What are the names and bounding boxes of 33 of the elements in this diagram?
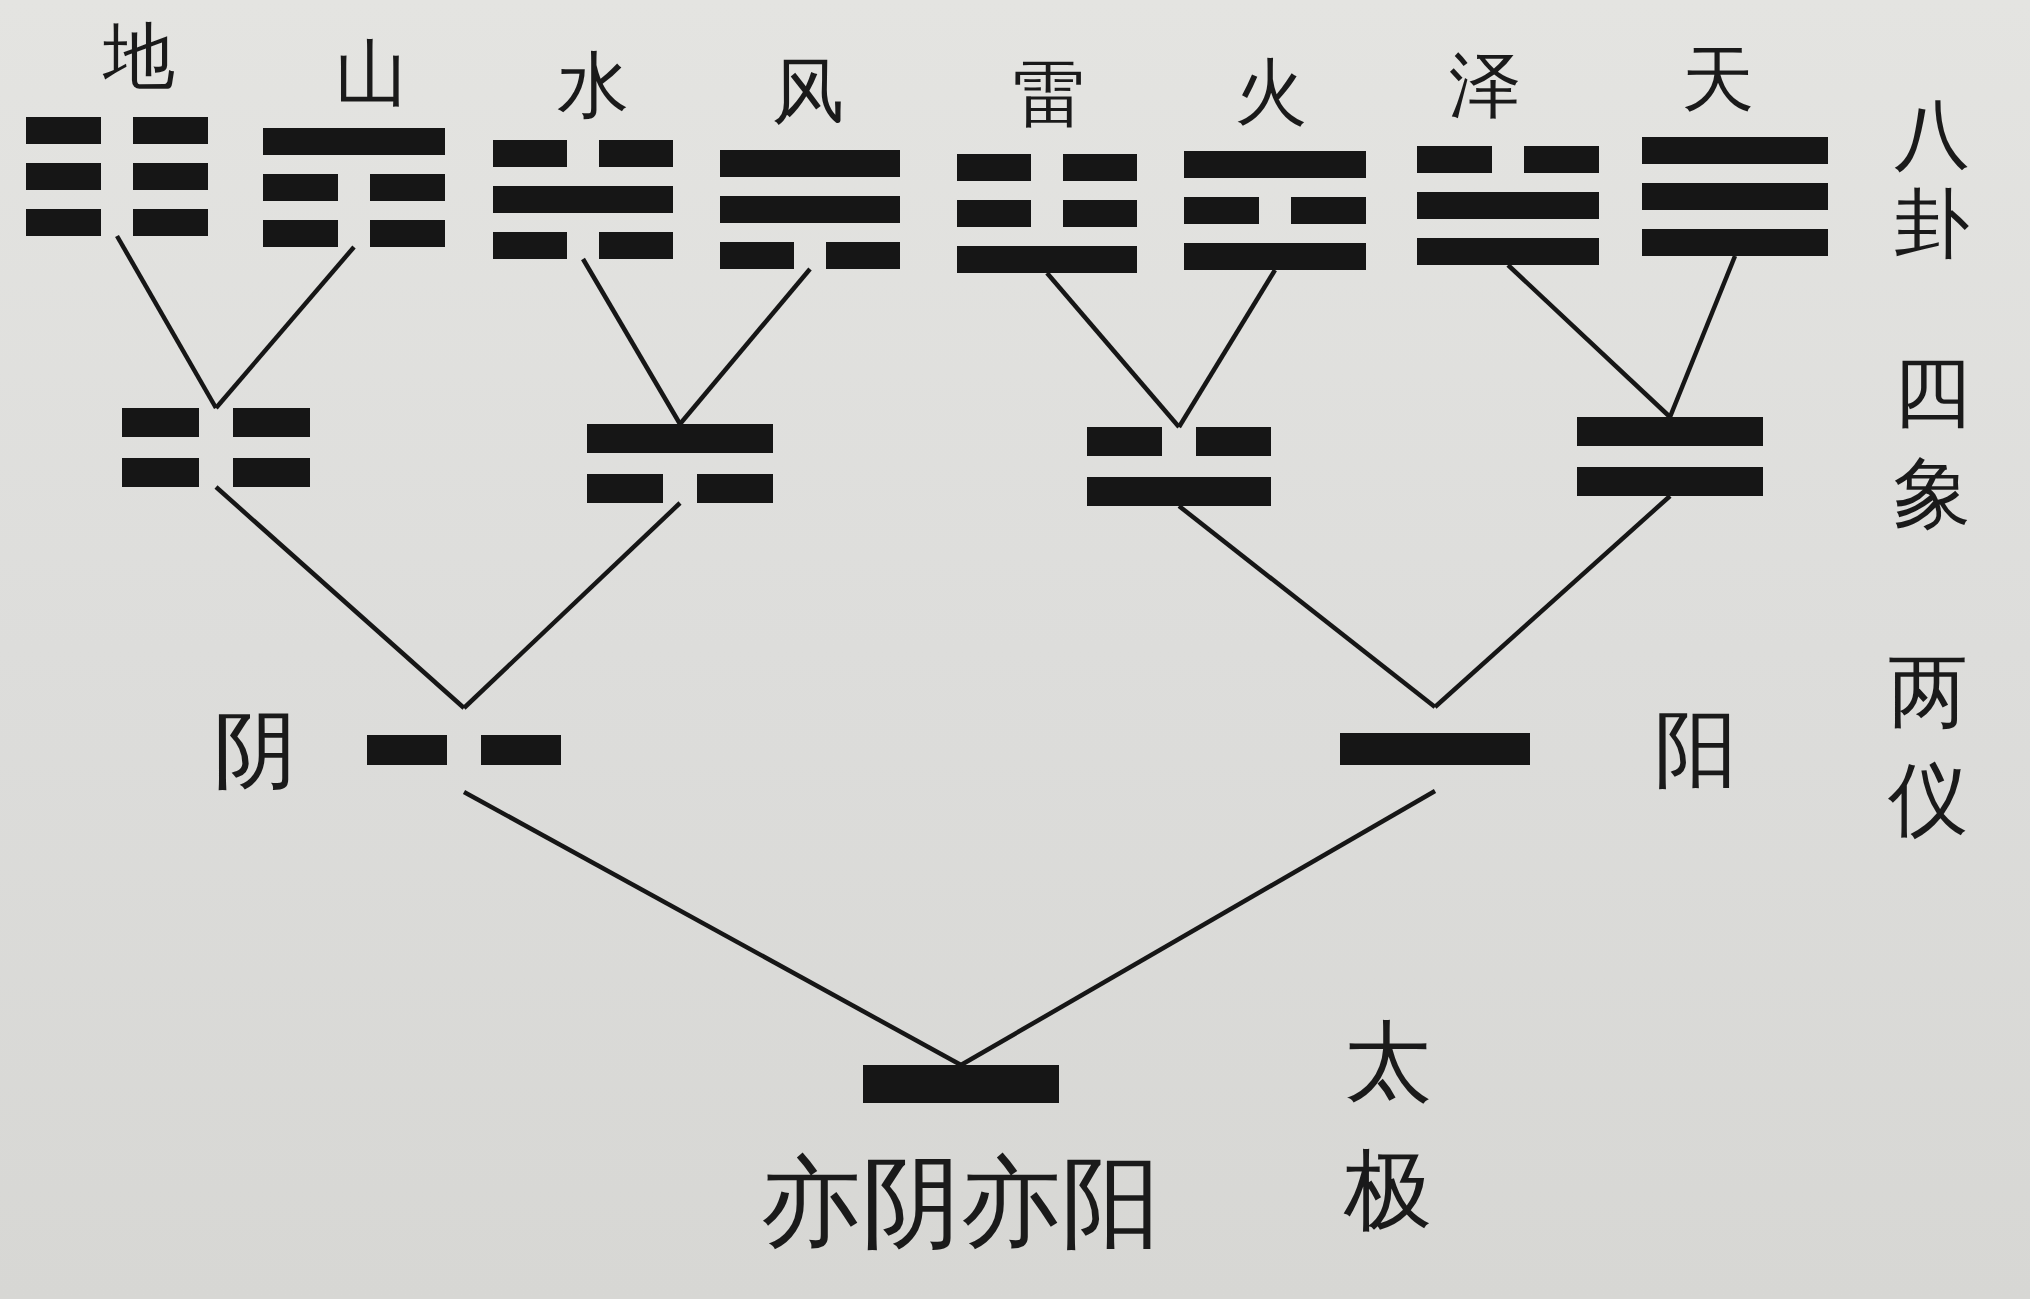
digram-icon [587,424,773,503]
branch-line [1177,504,1437,709]
branch-line [1667,255,1738,418]
trigram-name: 风 [771,55,845,127]
level-label: 八卦 [1894,89,1970,268]
branch-line [462,501,682,710]
branch-line [214,485,466,710]
branch-line [581,257,682,426]
branch-line [1045,271,1181,429]
digram-icon [1087,427,1271,506]
level-label: 太极 [1344,1009,1432,1243]
trigram-name: 地 [102,20,176,92]
digram-icon [1577,417,1763,496]
level-label: 四象 [1893,345,1971,540]
trigram-name: 天 [1681,43,1755,115]
branch-line [214,245,356,410]
branch-line [462,790,963,1067]
level-label: 两仪 [1888,644,1968,848]
branch-line [115,234,218,410]
branch-line [1506,263,1672,419]
branch-line [1433,494,1672,709]
trigram-name: 水 [556,49,630,121]
trigram-name: 泽 [1448,49,1522,121]
branch-line [678,267,812,426]
branch-line [959,789,1437,1067]
line-name: 阳 [1654,707,1738,791]
line-name: 阴 [213,708,297,792]
branch-line [1177,268,1277,429]
trigram-name: 火 [1234,56,1308,128]
trigram-name: 雷 [1012,58,1086,130]
digram-icon [122,408,310,487]
line-caption: 亦阴亦阳 [761,1153,1161,1253]
trigram-name: 山 [334,37,408,109]
